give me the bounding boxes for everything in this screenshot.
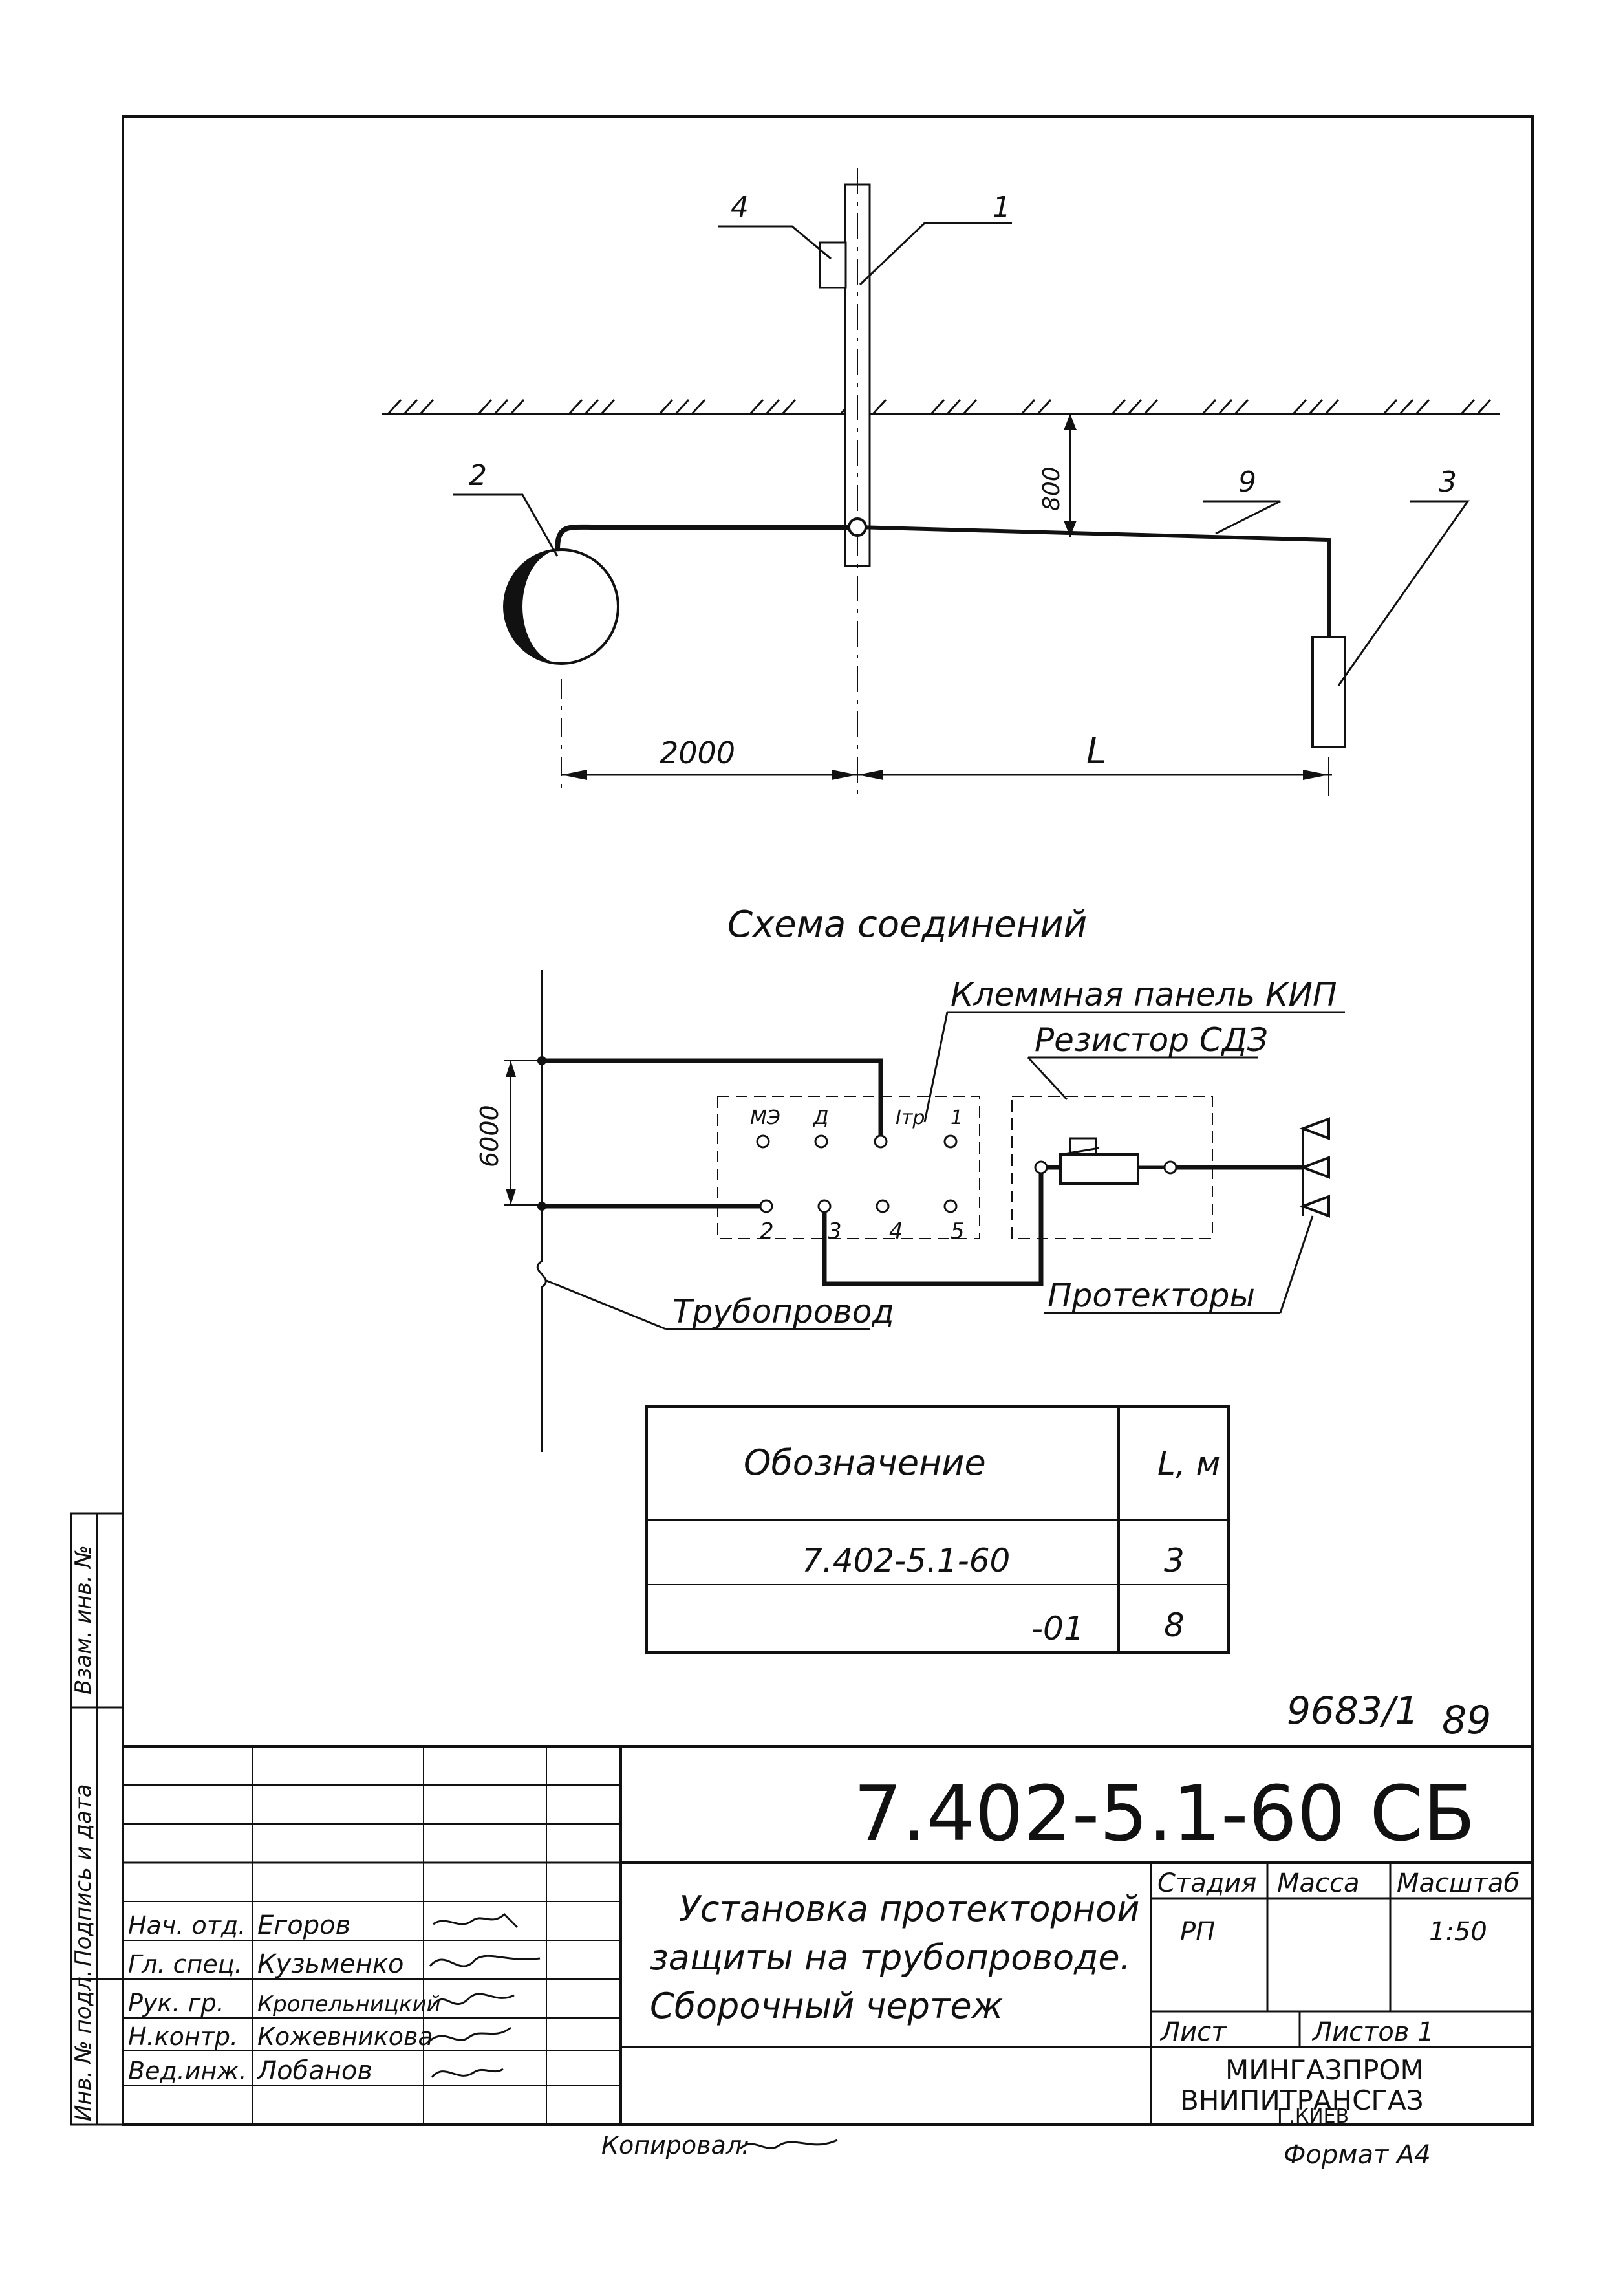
cable-junction xyxy=(848,517,867,537)
format-label: Формат А4 xyxy=(1284,2140,1431,2170)
pipeline-section xyxy=(503,548,619,796)
table-header-designation: Обозначение xyxy=(744,1442,986,1483)
terminal-2: 2 xyxy=(760,1218,774,1244)
side-strip: Взам. инв. № Подпись и дата Инв. № подл. xyxy=(70,1512,124,2126)
pipeline-label: Трубопровод xyxy=(672,1293,894,1330)
cable-to-protector xyxy=(857,525,1331,637)
wires xyxy=(542,1058,1303,1286)
table-row-2-designation: -01 xyxy=(1031,1610,1084,1647)
org-line-3: Г.КИЕВ xyxy=(1277,2105,1349,2128)
length-dimension: 2000 L xyxy=(561,730,1332,780)
terminal-3: 3 xyxy=(828,1218,842,1244)
schema-title: Схема соединений xyxy=(727,904,1087,946)
title-line-1: Установка протекторной xyxy=(679,1889,1139,1929)
variant-table: Обозначение L, м 7.402-5.1-60 3 -01 8 xyxy=(645,1405,1230,1654)
callout-4: 4 xyxy=(731,191,749,224)
callout-3: 3 xyxy=(1439,466,1457,499)
scale-value: 1:50 xyxy=(1429,1917,1487,1947)
protector-symbols xyxy=(1299,1117,1330,1218)
table-row-1-designation: 7.402-5.1-60 xyxy=(802,1542,1010,1579)
terminal-box xyxy=(819,241,847,289)
resistor-label: Резистор СДЗ xyxy=(1035,1021,1268,1059)
scale-header: Масштаб xyxy=(1397,1868,1520,1898)
ground-hatch xyxy=(387,398,1492,415)
role-2: Гл. спец. xyxy=(128,1950,242,1978)
side-inv-orig: Инв. № подл. xyxy=(70,1969,96,2121)
terminal-5: 5 xyxy=(951,1218,965,1244)
dim-l-label: L xyxy=(1086,730,1106,772)
title-line-2: защиты на трубопроводе. xyxy=(650,1937,1131,1978)
protector xyxy=(1311,636,1346,748)
protectors-label: Протекторы xyxy=(1048,1277,1255,1314)
connection-schema: Схема соединений 6000 МЭ Д xyxy=(475,904,1345,1452)
archive-number: 9683/1 xyxy=(1287,1689,1419,1733)
height-dimension: 6000 xyxy=(475,1060,542,1206)
side-inv-replace: Взам. инв. № xyxy=(70,1545,96,1695)
panel-label: Клеммная панель КИП xyxy=(951,976,1337,1013)
resistor xyxy=(1034,1137,1177,1185)
terminal-d: Д xyxy=(812,1107,828,1129)
callouts xyxy=(453,222,1470,686)
stage-value: РП xyxy=(1180,1917,1215,1947)
terminal-4: 4 xyxy=(889,1218,903,1244)
dim-2000-label: 2000 xyxy=(660,735,735,770)
org-line-1: МИНГАЗПРОМ xyxy=(1225,2054,1424,2086)
kip-post xyxy=(844,168,871,796)
vertical-lead xyxy=(536,970,547,1452)
name-5: Лобанов xyxy=(256,2056,372,2086)
name-4: Кожевникова xyxy=(257,2022,433,2051)
title-block: 7.402-5.1-60 СБ Установка протекторной з… xyxy=(123,1745,1532,2128)
terminal-me: МЭ xyxy=(750,1107,780,1129)
name-1: Егоров xyxy=(257,1911,350,1940)
terminal-1: 1 xyxy=(951,1107,963,1129)
terminal-itr: Iтр xyxy=(896,1107,925,1129)
role-4: Н.контр. xyxy=(128,2022,238,2051)
terminals xyxy=(756,1134,958,1213)
name-2: Кузьменко xyxy=(257,1949,403,1979)
side-sign-date: Подпись и дата xyxy=(70,1784,96,1966)
callout-9: 9 xyxy=(1238,466,1256,499)
terminal-panel xyxy=(717,1096,980,1239)
role-5: Вед.инж. xyxy=(128,2057,247,2085)
callout-1: 1 xyxy=(993,191,1011,224)
title-line-3: Сборочный чертеж xyxy=(650,1986,1004,2026)
stage-header: Стадия xyxy=(1157,1868,1256,1898)
mass-header: Масса xyxy=(1277,1868,1360,1898)
cable-to-pipe xyxy=(555,524,857,550)
sheets-label: Листов 1 xyxy=(1311,2017,1434,2047)
name-3: Кропельницкий xyxy=(257,1991,441,2017)
signatures xyxy=(429,1912,541,2078)
depth-label: 800 xyxy=(1038,466,1065,511)
table-row-2-length: 8 xyxy=(1164,1607,1185,1644)
callout-2: 2 xyxy=(469,459,487,492)
installation-view: 800 2000 L 4 1 2 9 3 xyxy=(382,168,1500,796)
table-header-length: L, м xyxy=(1157,1445,1220,1482)
role-1: Нач. отд. xyxy=(128,1911,246,1940)
sheet-label: Лист xyxy=(1159,2017,1227,2047)
table-row-1-length: 3 xyxy=(1164,1542,1185,1579)
org-line-2: ВНИПИТРАНСГАЗ xyxy=(1180,2085,1424,2116)
copier-signature xyxy=(739,2139,838,2150)
doc-code: 7.402-5.1-60 СБ xyxy=(854,1769,1476,1858)
depth-dimension: 800 xyxy=(1038,414,1077,537)
role-3: Рук. гр. xyxy=(128,1989,224,2017)
archive-year: 89 xyxy=(1442,1698,1491,1743)
sheet-frame xyxy=(122,115,1534,2126)
copied-label: Копировал: xyxy=(601,2131,750,2160)
height-label: 6000 xyxy=(475,1105,504,1167)
